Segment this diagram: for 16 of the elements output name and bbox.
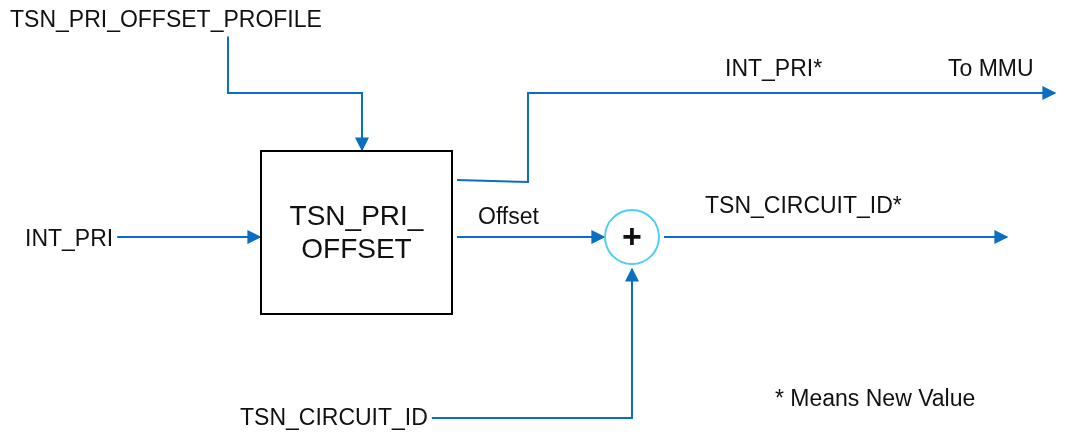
edge-label: TSN_CIRCUIT_ID*	[705, 192, 902, 219]
destination-label: To MMU	[948, 55, 1034, 82]
arrow	[116, 230, 262, 244]
edge-label: INT_PRI*	[725, 55, 823, 82]
adder-circle: +	[604, 209, 660, 265]
input-label: TSN_CIRCUIT_ID	[240, 404, 428, 431]
process-box: TSN_PRI_ OFFSET	[260, 150, 453, 315]
footnote: * Means New Value	[775, 385, 976, 412]
arrow	[456, 86, 1057, 184]
edge-label: Offset	[478, 203, 539, 230]
arrow	[430, 267, 639, 419]
input-label: INT_PRI	[25, 225, 114, 252]
arrow	[456, 230, 606, 244]
arrow	[663, 230, 1009, 244]
arrow	[227, 35, 369, 152]
input-label: TSN_PRI_OFFSET_PROFILE	[10, 6, 322, 33]
